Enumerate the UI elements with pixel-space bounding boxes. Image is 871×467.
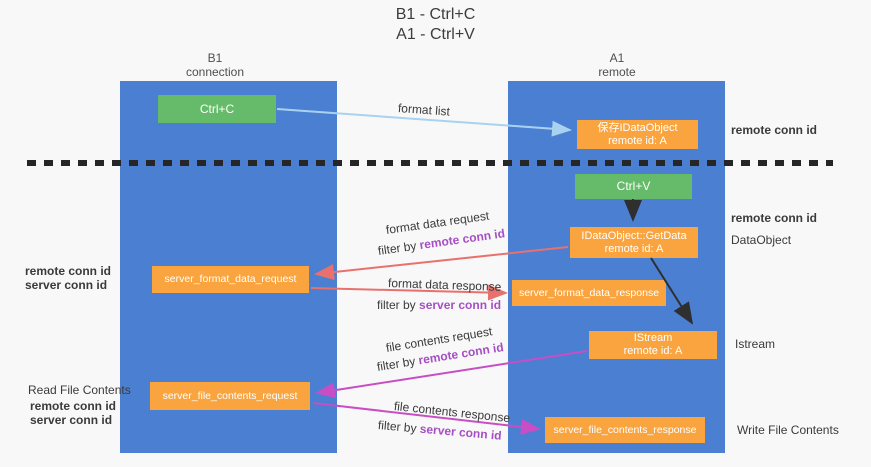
node-save-idataobject-line1: 保存IDataObject: [597, 121, 678, 134]
node-server-file-contents-request-label: server_file_contents_request: [162, 389, 298, 402]
node-idataobject-getdata: IDataObject::GetData remote id: A: [570, 227, 698, 258]
title-line-2: A1 - Ctrl+V: [396, 26, 475, 43]
node-save-idataobject: 保存IDataObject remote id: A: [577, 120, 698, 149]
server-conn-id-text: server conn id: [419, 298, 502, 312]
annotation-read-file-contents: Read File Contents: [28, 383, 131, 397]
node-server-format-data-response: server_format_data_response: [512, 280, 666, 306]
node-istream-line2: remote id: A: [623, 345, 683, 357]
filter-by-text: filter by: [377, 418, 421, 436]
server-conn-id-text: server conn id: [419, 421, 503, 443]
diagram-title: B1 - Ctrl+C A1 - Ctrl+V: [0, 5, 871, 45]
label-format-data-response-filter: filter by server conn id: [377, 298, 501, 312]
lifeline-header-b1: B1 connection: [135, 51, 295, 79]
node-istream: IStream remote id: A: [589, 331, 717, 359]
node-server-format-data-request-label: server_format_data_request: [164, 273, 297, 285]
node-save-idataobject-line2: remote id: A: [608, 134, 667, 147]
annotation-write-file-contents: Write File Contents: [737, 423, 839, 437]
node-ctrl-c-label: Ctrl+C: [199, 101, 235, 116]
annotation-left-server-conn-id-1: server conn id: [25, 278, 108, 292]
node-ctrl-c: Ctrl+C: [158, 95, 276, 123]
node-getdata-line1: IDataObject::GetData: [581, 229, 687, 242]
title-line-1: B1 - Ctrl+C: [395, 6, 476, 23]
annotation-istream: Istream: [735, 337, 776, 351]
label-format-list: format list: [397, 101, 451, 119]
lifeline-name-b1: B1: [207, 51, 223, 65]
filter-by-text: filter by: [375, 353, 420, 374]
annotation-remote-conn-id-top: remote conn id: [731, 123, 818, 137]
lifeline-header-a1: A1 remote: [537, 51, 697, 79]
node-ctrl-v-label: Ctrl+V: [616, 179, 651, 193]
node-server-file-contents-response: server_file_contents_response: [545, 417, 705, 443]
node-istream-line1: IStream: [633, 332, 673, 344]
node-server-file-contents-request: server_file_contents_request: [150, 382, 310, 410]
filter-by-text: filter by: [377, 238, 421, 258]
label-format-data-response: format data response: [387, 276, 502, 294]
filter-by-text: filter by: [377, 298, 420, 312]
node-server-format-data-response-label: server_format_data_response: [518, 286, 660, 299]
node-server-format-data-request: server_format_data_request: [152, 266, 309, 293]
node-server-file-contents-response-label: server_file_contents_response: [553, 423, 697, 436]
annotation-left-remote-conn-id-2: remote conn id: [30, 399, 117, 413]
node-getdata-line2: remote id: A: [604, 242, 664, 255]
lifeline-role-remote: remote: [598, 65, 636, 79]
annotation-left-server-conn-id-2: server conn id: [30, 413, 113, 427]
annotation-left-remote-conn-id-1: remote conn id: [25, 264, 112, 278]
node-ctrl-v: Ctrl+V: [575, 174, 692, 199]
machine-boundary-dashed-line: [27, 160, 833, 166]
annotation-remote-conn-id-mid: remote conn id: [731, 211, 818, 225]
annotation-dataobject: DataObject: [731, 233, 792, 247]
lifeline-name-a1: A1: [609, 51, 625, 65]
lifeline-role-connection: connection: [185, 65, 245, 79]
